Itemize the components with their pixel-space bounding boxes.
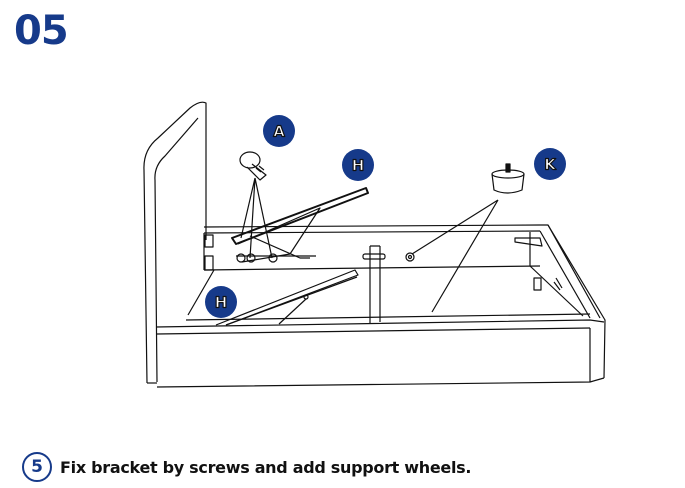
badge-h-top: H bbox=[342, 149, 374, 181]
screw bbox=[239, 151, 273, 259]
svg-text:H: H bbox=[352, 157, 365, 175]
support-wheel bbox=[411, 163, 525, 313]
front-rail bbox=[155, 313, 605, 388]
svg-text:H: H bbox=[215, 294, 228, 312]
headboard bbox=[143, 101, 207, 384]
center-support bbox=[362, 245, 415, 323]
left-inner bbox=[187, 269, 215, 316]
right-rail bbox=[529, 224, 606, 379]
caption-text: Fix bracket by screws and add support wh… bbox=[60, 457, 472, 477]
bracket-top bbox=[231, 187, 369, 263]
instruction-caption: 5 Fix bracket by screws and add support … bbox=[22, 452, 471, 482]
back-rail bbox=[203, 224, 541, 271]
bracket-bottom bbox=[215, 269, 359, 326]
caption-step-badge: 5 bbox=[22, 452, 52, 482]
step-number: 05 bbox=[14, 8, 69, 54]
svg-text:K: K bbox=[544, 156, 557, 174]
badge-h-bottom: H bbox=[205, 286, 237, 318]
badge-a: A bbox=[263, 115, 295, 147]
badge-k: K bbox=[534, 148, 566, 180]
svg-text:A: A bbox=[273, 123, 285, 141]
hinges bbox=[204, 234, 563, 291]
